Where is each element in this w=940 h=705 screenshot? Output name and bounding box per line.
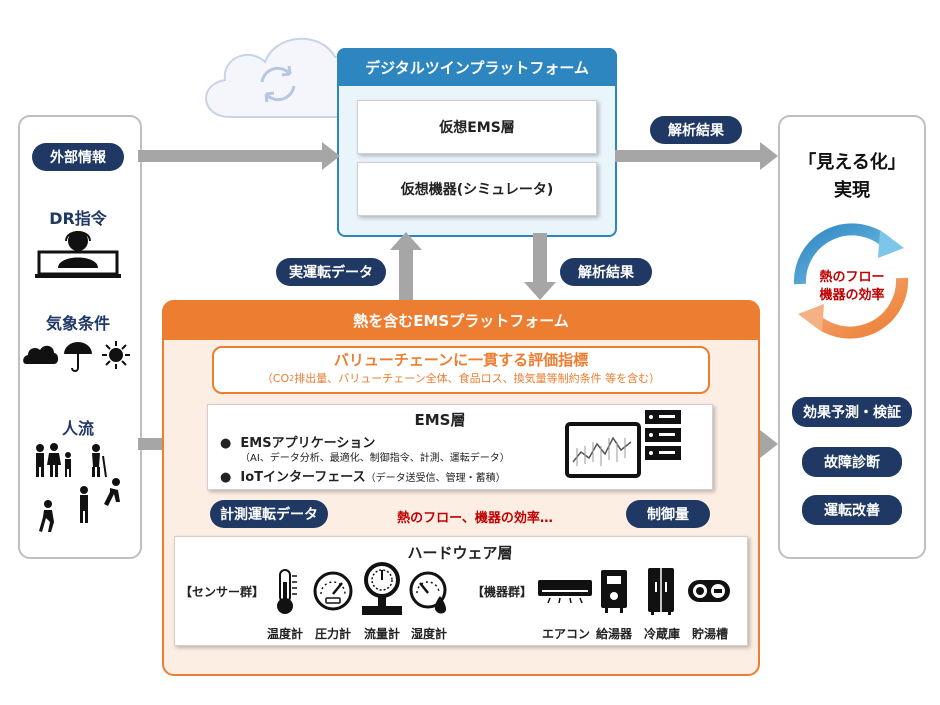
humidity-gauge-icon — [409, 571, 447, 614]
sensor-label-humidity: 湿度計 — [410, 627, 447, 641]
sensor-label-pressure: 圧力計 — [314, 627, 351, 641]
effect-prediction-pill: 効果予測・検証 — [792, 397, 912, 427]
sensor-label-thermometer: 温度計 — [266, 627, 303, 641]
arrow-ems-to-twin — [390, 232, 422, 300]
sun-icon — [102, 341, 130, 369]
cycle-arrows-icon — [793, 223, 909, 339]
control-amount-pill: 制御量 — [626, 500, 710, 528]
virtual-device-layer: 仮想機器(シミュレータ) — [357, 162, 597, 216]
sensor-label-flow: 流量計 — [363, 627, 400, 641]
ems-app-item: ● EMSアプリケーション — [220, 436, 376, 451]
input-panel — [18, 115, 142, 559]
device-label-storage-tank: 貯湯槽 — [691, 627, 728, 641]
arrow-twin-to-ems — [524, 233, 556, 300]
weather-icons — [23, 341, 130, 372]
virtual-ems-layer: 仮想EMS層 — [357, 100, 597, 154]
value-chain-detail-sub: 2 — [289, 373, 295, 383]
sensor-group-label: 【センサー群】 — [180, 585, 265, 599]
storage-tank-icon — [688, 580, 730, 602]
analysis-result-top-pill: 解析結果 — [650, 116, 742, 144]
analysis-result-mid-pill: 解析結果 — [560, 258, 652, 286]
device-label-refrigerator: 冷蔵庫 — [643, 627, 680, 641]
people-label: 人流 — [61, 419, 94, 438]
heat-flow-text: 熱のフロー、機器の効率… — [397, 511, 553, 526]
visualize-line2: 実現 — [834, 180, 870, 201]
ems-platform-title: 熱を含むEMSプラットフォーム — [162, 300, 760, 340]
value-chain-title: バリューチェーンに一貫する評価指標 — [333, 351, 589, 369]
cycle-text-line1: 熱のフロー — [819, 270, 885, 285]
real-operation-data-pill: 実運転データ — [276, 258, 386, 286]
weather-label: 気象条件 — [45, 314, 110, 333]
dr-label: DR指令 — [49, 209, 107, 228]
flow-meter-icon — [362, 562, 402, 615]
device-label-water-heater: 給湯器 — [595, 627, 632, 641]
external-info-pill: 外部情報 — [32, 143, 124, 171]
ems-app-title: EMSアプリケーション — [240, 436, 376, 451]
operator-icon — [35, 231, 121, 278]
hardware-layer-title: ハードウェア層 — [407, 544, 513, 562]
value-chain-detail-post: 排出量、バリューチェーン全体、食品ロス、換気量等制約条件 等を含む） — [294, 372, 661, 385]
iot-item: ● IoTインターフェース（データ送受信、管理・蓄積） — [220, 470, 506, 485]
thermometer-icon — [277, 569, 297, 614]
arrow-twin-to-right — [615, 142, 778, 170]
device-group-label: 【機器群】 — [472, 585, 533, 599]
water-heater-icon — [601, 570, 627, 613]
air-conditioner-icon — [538, 580, 592, 604]
sync-icon — [260, 65, 296, 103]
device-label-aircon: エアコン — [541, 627, 590, 641]
digital-twin-title: デジタルツインプラットフォーム — [337, 48, 617, 86]
people-flow-icon — [36, 443, 120, 532]
operation-improvement-pill: 運転改善 — [802, 495, 902, 525]
ems-layer-title: EMS層 — [414, 411, 466, 429]
cycle-text-line2: 機器の効率 — [819, 288, 885, 303]
umbrella-icon — [64, 342, 92, 372]
fault-diagnosis-pill: 故障診断 — [802, 447, 902, 477]
value-chain-detail-pre: （CO — [261, 372, 290, 385]
pressure-gauge-icon — [313, 571, 353, 611]
iot-detail: （データ送受信、管理・蓄積） — [365, 473, 506, 484]
refrigerator-icon — [648, 568, 674, 615]
monitor-server-icon — [565, 410, 681, 478]
value-chain-box — [212, 346, 710, 394]
cloud-weather-icon — [23, 345, 59, 364]
arrow-external-to-twin — [138, 142, 340, 170]
visualize-line1: 「見える化」 — [798, 152, 906, 173]
ems-app-detail: （AI、データ分析、最適化、制御指令、計測、運転データ） — [240, 453, 510, 464]
iot-title: IoTインターフェース — [240, 470, 366, 485]
measured-data-pill: 計測運転データ — [210, 500, 328, 528]
